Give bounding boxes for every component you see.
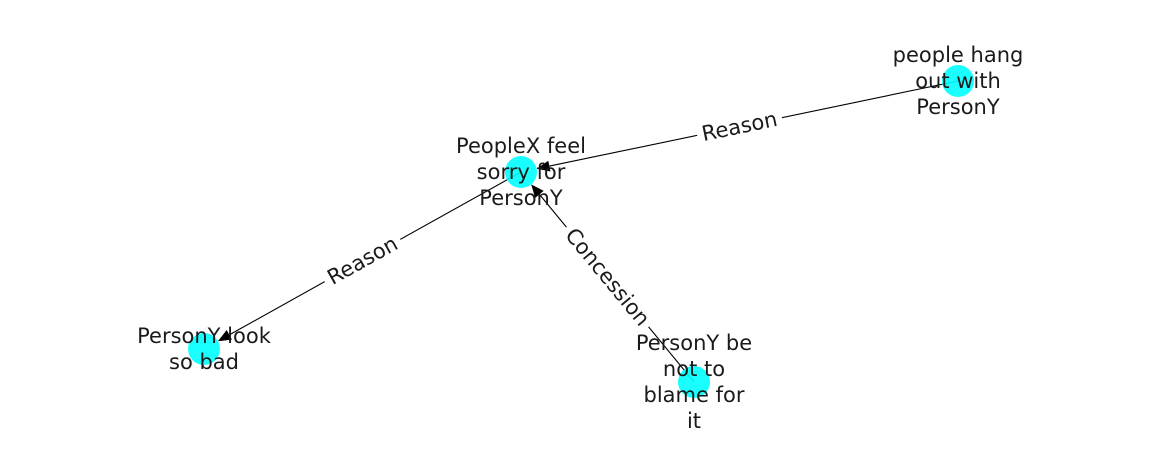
node-label-line: PersonY xyxy=(479,186,563,210)
edge-label-background xyxy=(318,228,407,293)
arrowhead-icon xyxy=(531,184,544,198)
node-label-line: blame for xyxy=(644,383,745,407)
edge-label-2: Reason xyxy=(318,228,407,293)
edge-label-background xyxy=(694,104,785,149)
node-circle-n4 xyxy=(678,366,710,398)
node-label-line: so bad xyxy=(169,350,239,374)
node-circle-n2 xyxy=(942,65,974,97)
node-label-line: PeopleX feel xyxy=(456,134,586,158)
edge-label-3: Concession xyxy=(556,218,659,336)
node-label-line: PersonY be xyxy=(636,331,752,355)
nodes-layer xyxy=(188,65,974,398)
node-label-line: not to xyxy=(663,357,725,381)
node-label-line: out with xyxy=(915,69,1001,93)
node-label-line: PersonY xyxy=(916,95,1000,119)
edges-layer xyxy=(217,80,959,383)
arrowhead-icon xyxy=(536,160,551,172)
edge-label-text: Reason xyxy=(323,231,402,289)
node-label-line: people hang xyxy=(893,43,1024,67)
edge-label-text: Reason xyxy=(700,107,780,146)
edge-label-1: Reason xyxy=(694,104,785,149)
arrowhead-icon xyxy=(217,330,233,342)
edge-label-background xyxy=(556,218,659,336)
edge-label-text: Concession xyxy=(560,223,654,330)
node-label-line: it xyxy=(687,409,701,433)
node-circle-n1 xyxy=(505,156,537,188)
node-label-line: PersonY look xyxy=(137,324,272,348)
node-circle-n3 xyxy=(188,333,220,365)
node-label-line: sorry for xyxy=(477,160,566,184)
